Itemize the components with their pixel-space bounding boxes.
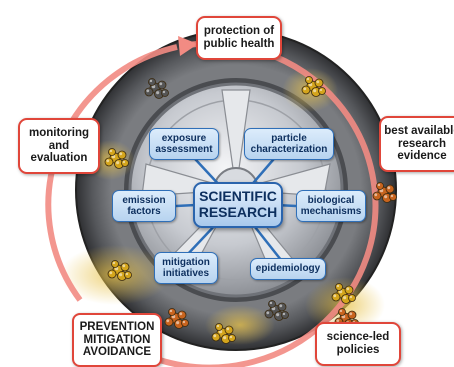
epidemiology-line-1: epidemiology bbox=[255, 263, 321, 275]
evidence-line-3: evidence bbox=[397, 150, 447, 163]
topic-emission-factors: emission factors bbox=[112, 190, 176, 222]
prevention-line-2: MITIGATION bbox=[83, 333, 151, 346]
prevention-line-3: AVOIDANCE bbox=[82, 346, 152, 359]
box-protection-of-public-health: protection of public health bbox=[196, 16, 282, 60]
prevention-line-1: PREVENTION bbox=[79, 320, 155, 333]
mitigation-line-1: mitigation bbox=[162, 256, 210, 268]
monitoring-line-2: and bbox=[48, 139, 70, 152]
particle-cluster-icon bbox=[104, 76, 397, 344]
policies-line-2: policies bbox=[336, 344, 380, 356]
particle-line-1: particle bbox=[271, 132, 307, 144]
protection-line-2: public health bbox=[203, 38, 275, 50]
particle-cluster-4 bbox=[372, 182, 397, 203]
topic-exposure-assessment: exposure assessment bbox=[149, 128, 219, 160]
exposure-line-2: assessment bbox=[155, 144, 213, 155]
exposure-line-1: exposure bbox=[161, 132, 207, 144]
topic-biological-mechanisms: biological mechanisms bbox=[296, 190, 366, 222]
mitigation-line-2: initiatives bbox=[162, 268, 210, 279]
emission-line-2: factors bbox=[127, 206, 161, 217]
particle-cluster-5 bbox=[107, 260, 132, 281]
box-prevention-mitigation-avoidance: PREVENTION MITIGATION AVOIDANCE bbox=[72, 313, 162, 367]
biological-line-1: biological bbox=[307, 194, 355, 206]
particle-line-2: characterization bbox=[250, 144, 328, 155]
box-science-led-policies: science-led policies bbox=[315, 322, 401, 366]
evidence-line-1: best available bbox=[384, 124, 454, 137]
box-best-available-research-evidence: best available research evidence bbox=[379, 116, 454, 172]
emission-line-1: emission bbox=[122, 194, 166, 206]
topic-epidemiology: epidemiology bbox=[250, 258, 326, 280]
particle-cluster-6 bbox=[164, 308, 189, 329]
monitoring-line-3: evaluation bbox=[30, 152, 88, 165]
particle-cluster-1 bbox=[144, 78, 169, 99]
protection-line-1: protection of bbox=[203, 25, 275, 38]
center-line-1: SCIENTIFIC bbox=[199, 188, 277, 205]
topic-particle-characterization: particle characterization bbox=[244, 128, 334, 160]
monitoring-line-1: monitoring bbox=[28, 126, 90, 139]
particle-cluster-9 bbox=[331, 283, 356, 304]
evidence-line-2: research bbox=[398, 137, 446, 150]
policies-line-1: science-led bbox=[326, 331, 390, 344]
biological-line-2: mechanisms bbox=[300, 206, 362, 217]
box-monitoring-and-evaluation: monitoring and evaluation bbox=[18, 118, 100, 174]
particle-cluster-7 bbox=[211, 323, 236, 344]
particle-cluster-8 bbox=[264, 300, 289, 321]
center-scientific-research: SCIENTIFIC RESEARCH bbox=[193, 182, 283, 228]
center-line-2: RESEARCH bbox=[198, 204, 278, 220]
particle-cluster-3 bbox=[104, 148, 129, 169]
topic-mitigation-initiatives: mitigation initiatives bbox=[154, 252, 218, 284]
particle-cluster-2 bbox=[301, 76, 326, 97]
